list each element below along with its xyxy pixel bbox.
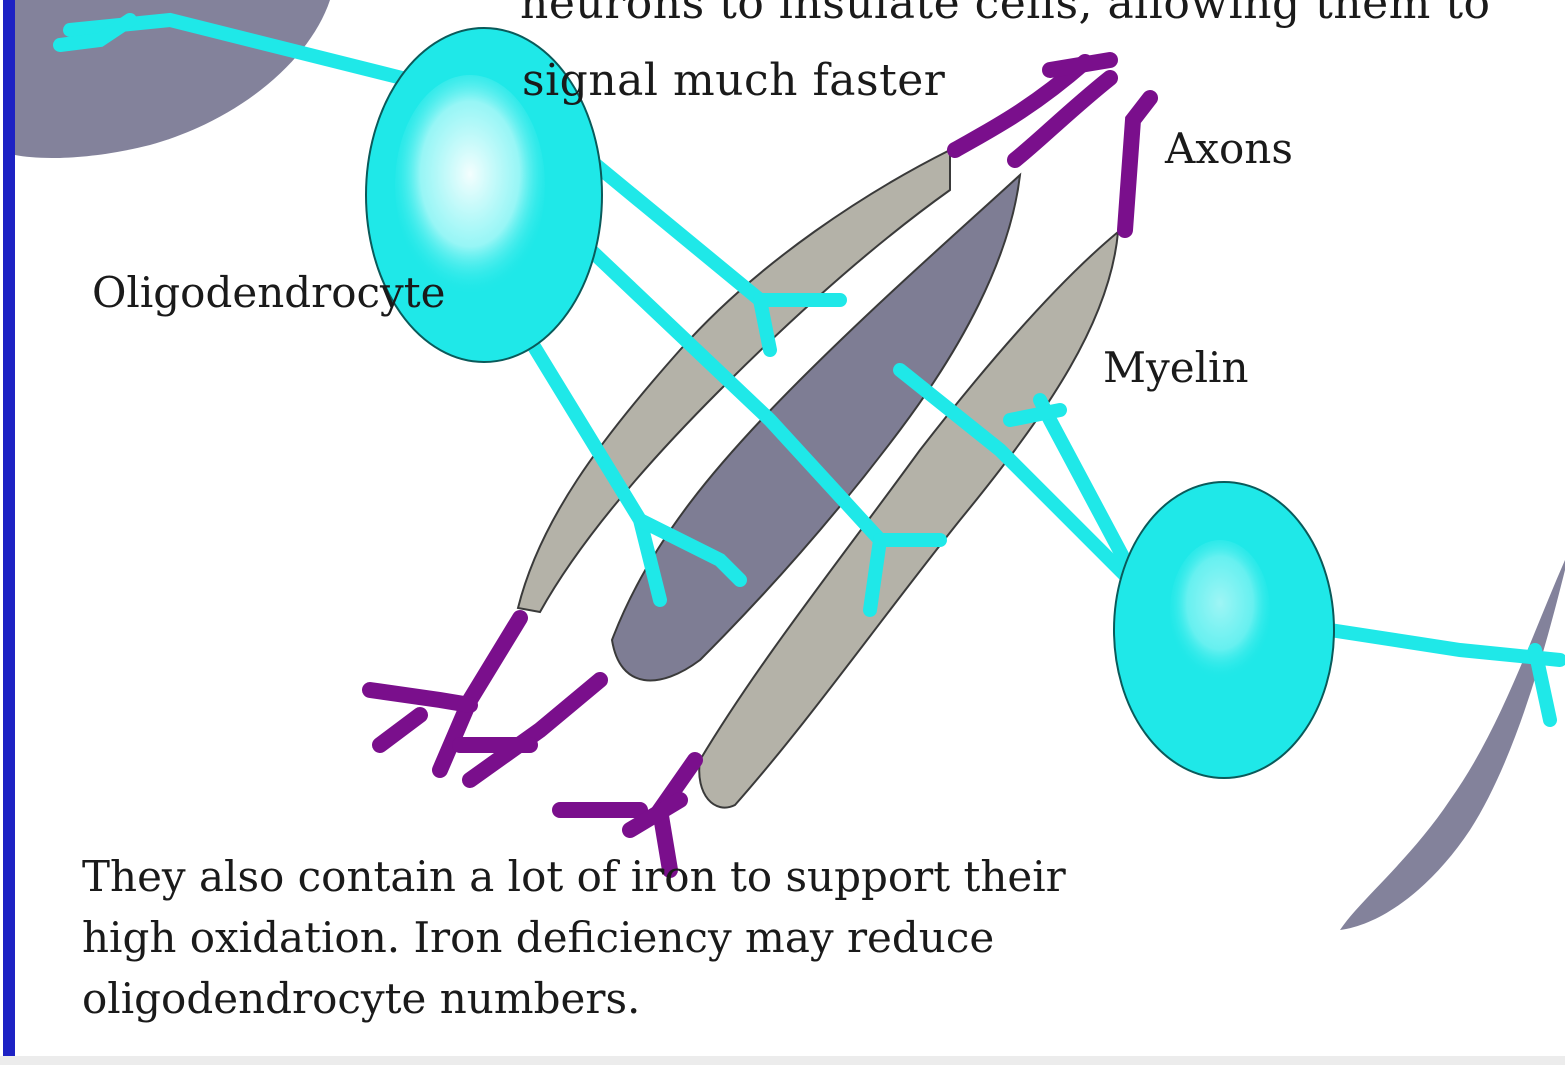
label-axons: Axons xyxy=(1165,124,1293,173)
caption-text: They also contain a lot of iron to suppo… xyxy=(82,846,1142,1029)
caption-line-3: oligodendrocyte numbers. xyxy=(82,968,1142,1029)
caption-line-2: high oxidation. Iron deficiency may redu… xyxy=(82,907,1142,968)
label-oligodendrocyte: Oligodendrocyte xyxy=(92,268,446,317)
axon-ends-top xyxy=(955,60,1150,230)
background-cell-bottom-right xyxy=(1340,560,1565,930)
oligodendrocyte-right-cell xyxy=(1114,482,1334,778)
intro-text-line-1: neurons to insulate cells, allowing them… xyxy=(520,0,1491,29)
intro-text-line-2: signal much faster xyxy=(522,55,945,106)
caption-line-1: They also contain a lot of iron to suppo… xyxy=(82,846,1142,907)
label-myelin: Myelin xyxy=(1103,343,1249,392)
